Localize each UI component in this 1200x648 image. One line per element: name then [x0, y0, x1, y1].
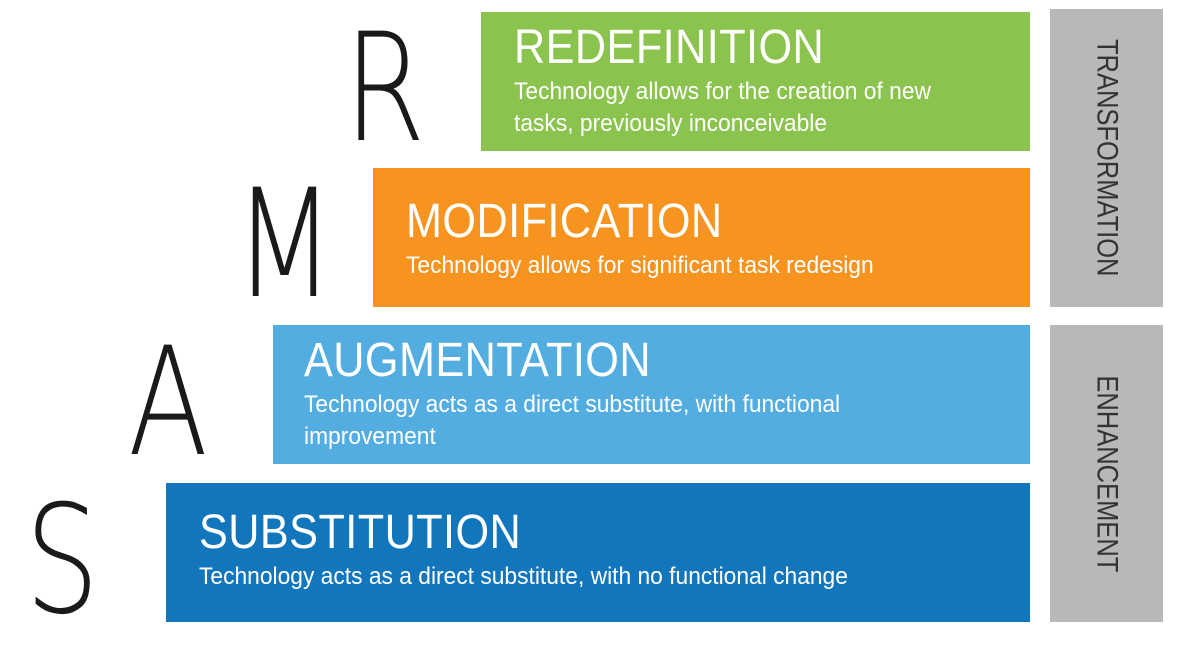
letter-m: M — [234, 158, 335, 332]
redefinition-title: REDEFINITION — [514, 21, 825, 74]
modification-title: MODIFICATION — [406, 195, 723, 248]
augmentation-description: Technology acts as a direct substitute, … — [304, 391, 841, 450]
letter-s: S — [25, 474, 100, 648]
redefinition-bar: REDEFINITION Technology allows for the c… — [481, 12, 1030, 151]
augmentation-title: AUGMENTATION — [304, 334, 651, 387]
transformation-group: TRANSFORMATION — [1050, 9, 1163, 307]
substitution-title: SUBSTITUTION — [199, 506, 522, 559]
transformation-label: TRANSFORMATION — [1090, 39, 1124, 277]
substitution-bar: SUBSTITUTION Technology acts as a direct… — [166, 483, 1030, 622]
letter-a: A — [128, 316, 209, 490]
letter-r: R — [344, 2, 426, 176]
modification-description: Technology allows for significant task r… — [406, 252, 874, 279]
enhancement-label: ENHANCEMENT — [1090, 375, 1124, 572]
redefinition-description: Technology allows for the creation of ne… — [514, 78, 931, 137]
augmentation-bar: AUGMENTATION Technology acts as a direct… — [273, 325, 1030, 464]
enhancement-group: ENHANCEMENT — [1050, 325, 1163, 622]
substitution-description: Technology acts as a direct substitute, … — [199, 563, 848, 590]
modification-bar: MODIFICATION Technology allows for signi… — [373, 168, 1030, 307]
